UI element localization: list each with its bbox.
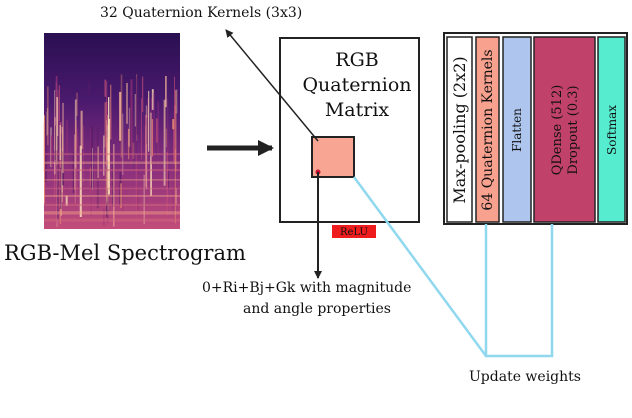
layer-softmax-label: Softmax — [605, 105, 619, 155]
spectrogram-band — [44, 195, 180, 197]
layer-flatten-label: Flatten — [510, 108, 524, 152]
layer-dropout-label: Dropout (0.3) — [566, 85, 581, 174]
matrix-title-line2: Quaternion — [302, 74, 411, 96]
spectrogram-label: RGB-Mel Spectrogram — [4, 241, 246, 265]
layer-max-pooling: Max-pooling (2x2) — [446, 36, 473, 223]
formula-line1: 0+Ri+Bj+Gk with magnitude — [202, 280, 411, 296]
quaternion-matrix-box — [279, 37, 420, 223]
layer-quaternion-kernels: 64 Quaternion Kernels — [475, 36, 500, 223]
kernels-label: 32 Quaternion Kernels (3x3) — [100, 5, 302, 21]
layer-qdense-label: QDense (512) — [550, 85, 565, 176]
spectrogram-band — [44, 153, 180, 156]
layer-softmax: Softmax — [597, 36, 626, 223]
layer-flatten: Flatten — [502, 36, 532, 223]
layer-quaternion-kernels-label: 64 Quaternion Kernels — [480, 49, 496, 210]
spectrogram-texture — [43, 74, 180, 227]
spectrogram-band — [44, 179, 180, 181]
update-weights-label: Update weights — [469, 369, 581, 385]
spectrogram-band — [44, 218, 180, 222]
layer-qdense: QDense (512) Dropout (0.3) — [533, 36, 596, 223]
spectrogram-band — [44, 211, 180, 215]
kernel-square — [311, 136, 355, 178]
kernel-to-feedback-line — [352, 176, 488, 357]
update-weights-feedback-line — [484, 224, 554, 358]
matrix-title-line3: Matrix — [325, 99, 390, 121]
formula-line2: and angle properties — [243, 301, 391, 317]
relu-box — [332, 225, 376, 238]
relu-label: ReLU — [340, 227, 368, 238]
spectrogram-band — [44, 203, 180, 207]
matrix-title-line1: RGB — [335, 49, 378, 71]
kernel-label-arrow — [225, 29, 319, 142]
spectrogram-band — [44, 169, 180, 172]
spectrogram-band — [44, 187, 180, 190]
spectrogram-image — [43, 33, 180, 229]
layer-max-pooling-label: Max-pooling (2x2) — [450, 56, 469, 203]
spectrogram-band — [44, 161, 180, 164]
